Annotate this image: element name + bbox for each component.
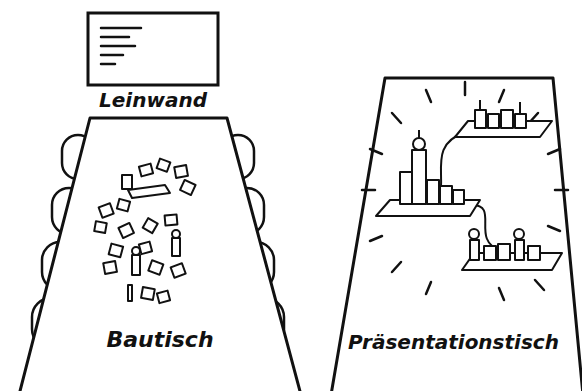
screen: Leinwand [85, 10, 221, 118]
screen-line [101, 54, 123, 57]
screen-line [101, 27, 141, 30]
node-label: Leinwand [85, 88, 221, 112]
screen-line [101, 36, 129, 39]
node-label: Bautisch [15, 327, 305, 352]
screen-line [101, 45, 135, 48]
screen-frame [88, 13, 218, 85]
screen-line [101, 63, 115, 66]
presentation-table: Präsentationstisch [325, 75, 582, 391]
node-label: Präsentationstisch [325, 330, 582, 354]
build-table: Bautisch [15, 115, 305, 391]
